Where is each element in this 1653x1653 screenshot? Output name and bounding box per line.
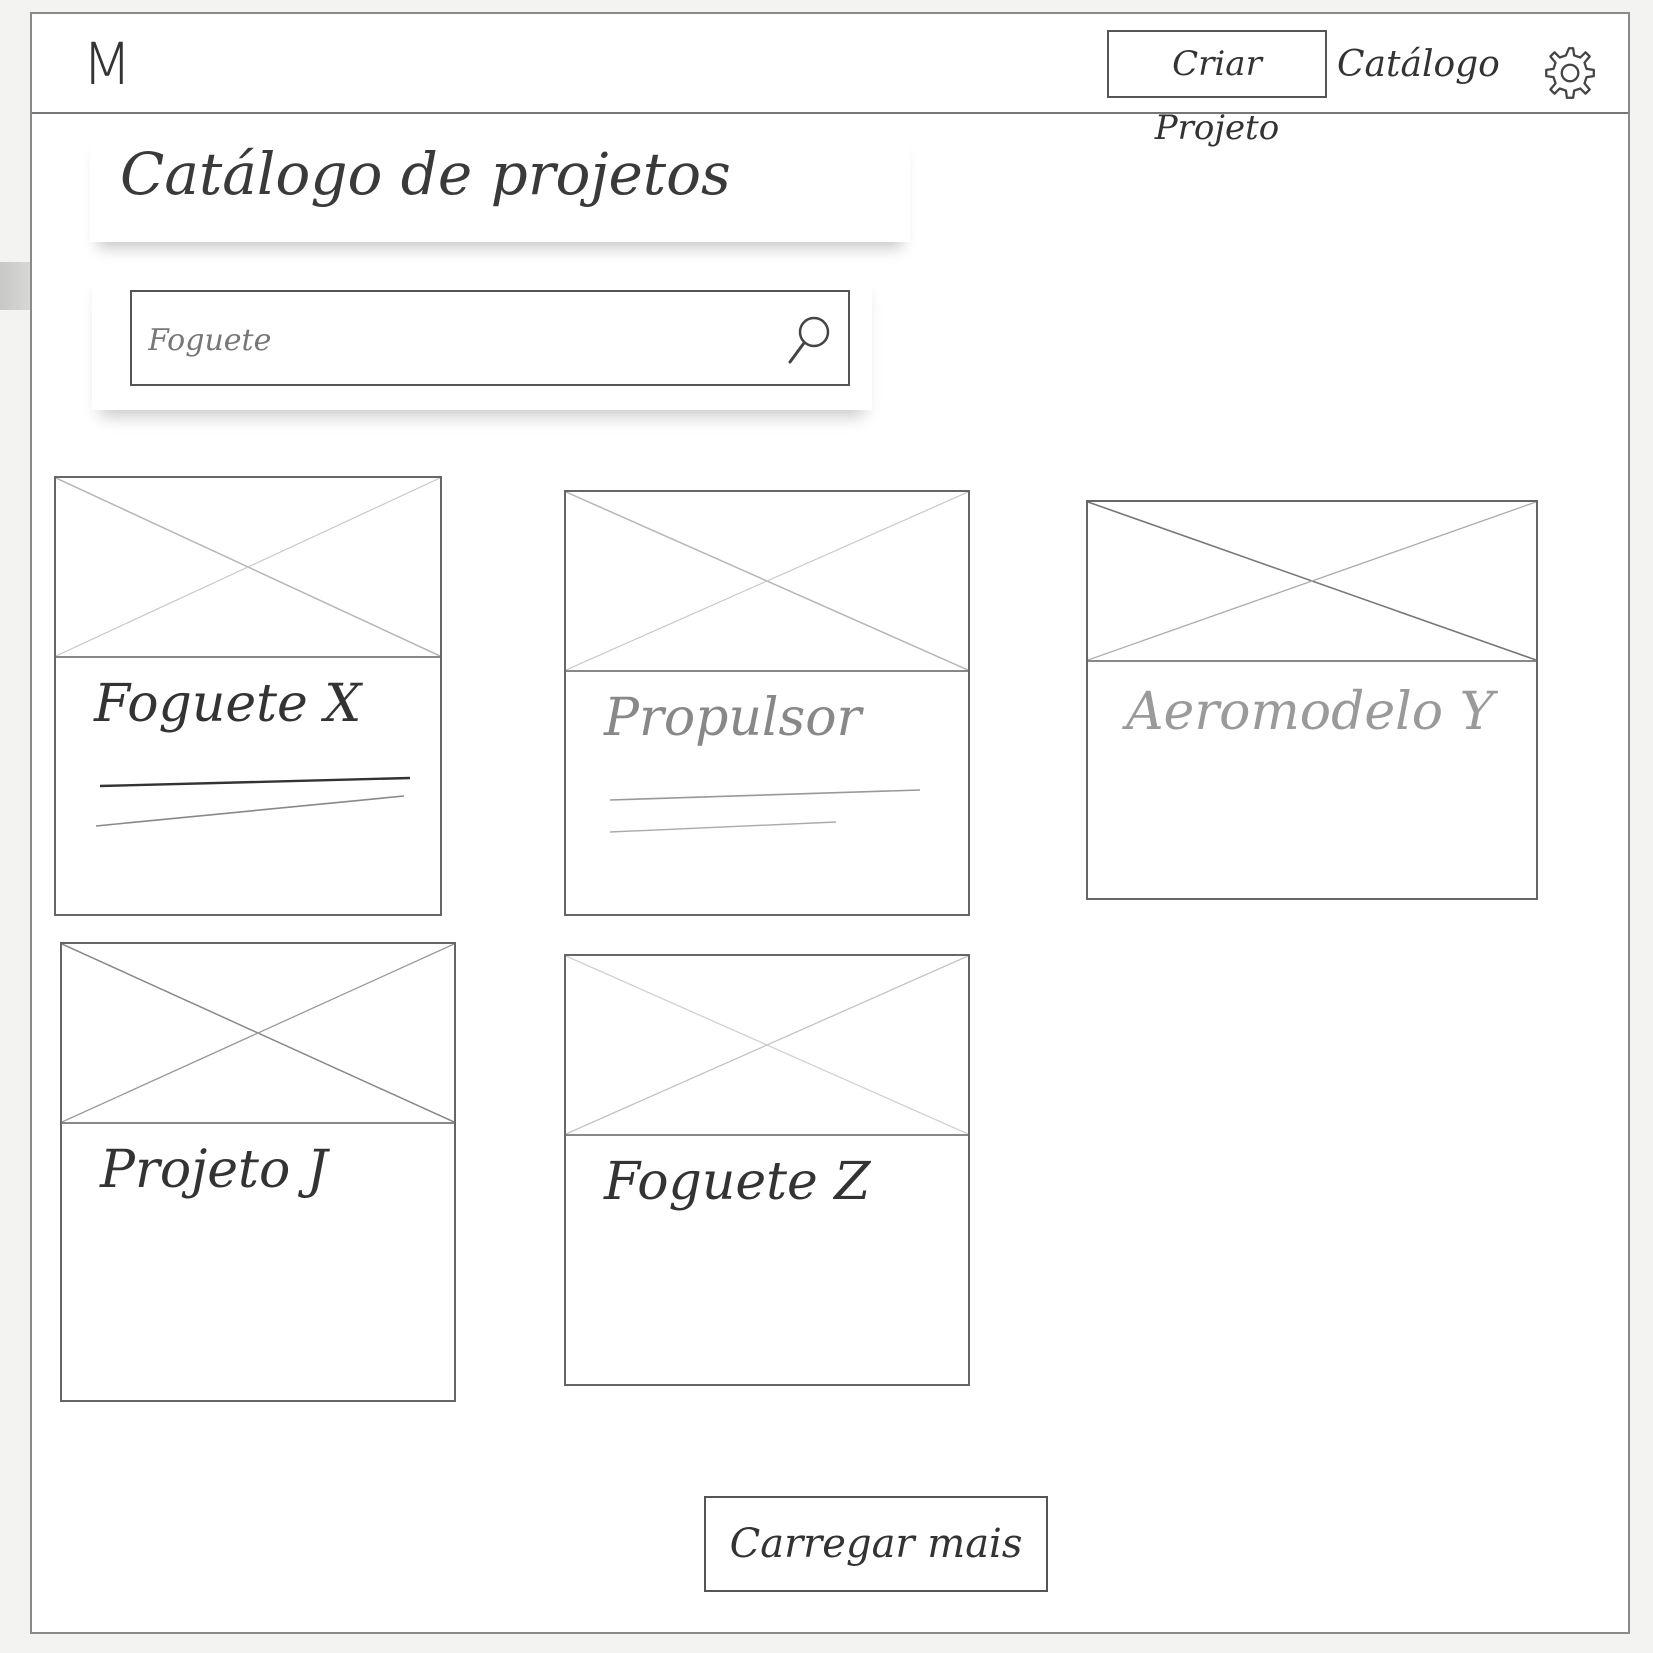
browser-frame: M Criar Projeto Catálogo Catálogo de pro… — [30, 12, 1630, 1634]
page-title: Catálogo de projetos — [90, 132, 910, 242]
project-name: Projeto J — [100, 1140, 328, 1200]
search-box — [130, 290, 850, 386]
search-input[interactable] — [146, 314, 750, 366]
image-placeholder — [566, 492, 968, 672]
placeholder-cross-icon — [566, 492, 968, 670]
app-logo[interactable]: M — [82, 30, 132, 98]
load-more-button[interactable]: Carregar mais — [704, 1496, 1048, 1592]
description-placeholder — [95, 776, 411, 827]
create-project-button[interactable]: Criar Projeto — [1107, 30, 1327, 148]
project-card[interactable]: Foguete Z — [564, 954, 970, 1386]
search-icon[interactable] — [784, 312, 834, 368]
placeholder-cross-icon — [62, 944, 454, 1122]
search-panel — [92, 270, 872, 410]
image-placeholder — [566, 956, 968, 1136]
catalog-nav-link[interactable]: Catálogo — [1337, 44, 1500, 85]
project-card[interactable]: Projeto J — [60, 942, 456, 1402]
project-card[interactable]: Aeromodelo Y — [1086, 500, 1538, 900]
placeholder-cross-icon — [56, 478, 440, 656]
placeholder-cross-icon — [566, 956, 968, 1134]
project-name: Foguete Z — [604, 1152, 871, 1212]
top-navbar: M Criar Projeto Catálogo — [32, 14, 1628, 148]
image-placeholder — [1088, 502, 1536, 662]
project-name: Aeromodelo Y — [1126, 682, 1494, 742]
project-card[interactable]: Foguete X — [54, 476, 442, 916]
project-name: Propulsor — [604, 688, 862, 748]
description-placeholder — [609, 789, 921, 833]
image-placeholder — [56, 478, 440, 658]
placeholder-cross-icon — [1088, 502, 1536, 660]
image-placeholder — [62, 944, 454, 1124]
project-card[interactable]: Propulsor — [564, 490, 970, 916]
project-name: Foguete X — [94, 674, 362, 734]
gear-icon[interactable] — [1538, 42, 1600, 104]
